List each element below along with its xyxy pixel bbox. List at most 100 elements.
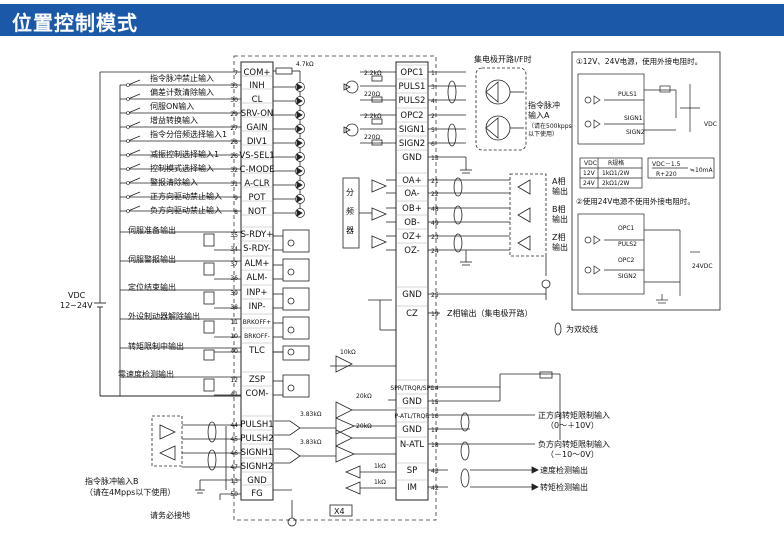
pulse-b-wiring — [151, 415, 396, 500]
vdc-line2: 12~24V — [60, 301, 93, 310]
switch-symbols — [126, 79, 141, 213]
output-transistor — [282, 374, 310, 398]
svg-text:2.2kΩ: 2.2kΩ — [364, 70, 382, 77]
switch-icon — [127, 79, 141, 86]
cz-photo-coupler — [541, 279, 551, 289]
panel1-table — [579, 157, 715, 189]
led-icon — [296, 181, 303, 189]
terminal-pin-number: 21 — [431, 178, 439, 185]
switch-icon — [127, 149, 141, 156]
terminal-pin-number: 41 — [230, 391, 238, 398]
svg-text:B相: B相 — [552, 204, 566, 214]
pulse-b-terminals: PULSH144PULSH245SIGNH146SIGNH247GND13FG5… — [230, 415, 274, 499]
terminal-pin-number: 46 — [230, 450, 238, 457]
terminal-pin-number: 34 — [230, 246, 238, 253]
terminal-pin-number: 36 — [230, 275, 238, 282]
shield-outline — [233, 55, 437, 521]
pulse-a-res-labels: 2.2kΩ 220Ω 2.2kΩ 220Ω — [364, 70, 382, 141]
terminal-label: OZ- — [404, 246, 419, 256]
terminal-pin-number: 31 — [230, 181, 238, 188]
terminal-label: PULSH1 — [240, 420, 273, 430]
gnd-13-ground — [460, 169, 472, 174]
svg-text:外设制动器解除输出: 外设制动器解除输出 — [128, 311, 200, 321]
pulse-a-label: 指令脉冲 输入A （请在500kpps 以下使用） — [528, 100, 572, 138]
terminal-pin-number: 25 — [431, 292, 439, 299]
output-transistor — [282, 287, 310, 311]
page-title: 位置控制模式 — [12, 11, 138, 35]
terminal-pin-number: 33 — [230, 83, 238, 90]
terminal-label: GND — [402, 153, 422, 163]
led-icon — [296, 139, 303, 147]
svg-text:OPC1: OPC1 — [618, 225, 635, 232]
svg-text:（0～＋10V）: （0～＋10V） — [546, 421, 599, 430]
terminal-label: SIGN1 — [399, 125, 425, 135]
label-gain: 增益转换输入 — [150, 115, 198, 125]
switch-contact — [126, 153, 130, 157]
led-icon — [296, 167, 303, 175]
terminal-label: GND — [247, 476, 267, 486]
svg-text:12V: 12V — [583, 170, 596, 177]
terminal-label: NOT — [248, 207, 267, 217]
cz-wiring — [368, 288, 547, 331]
svg-text:SIGN2: SIGN2 — [618, 273, 637, 280]
pulse-b-title: 指令脉冲输入B — [85, 476, 139, 486]
svg-text:1kΩ1/2W: 1kΩ1/2W — [602, 170, 630, 177]
terminal-label: ALM+ — [244, 259, 269, 269]
terminal-pin-number: 49 — [431, 220, 439, 227]
terminal-alm-: ALM+37 — [230, 255, 273, 269]
input-labels: 指令脉冲禁止输入 偏差计数清除输入 伺服ON输入 增益转换输入 指令分倍频选择输… — [150, 73, 227, 215]
svg-text:2kΩ1/2W: 2kΩ1/2W — [602, 180, 630, 187]
panel1-table-text: VDC R规格 12V 1kΩ1/2W 24V 2kΩ1/2W VDC－1.5 … — [583, 159, 714, 187]
terminal-label: ZSP — [249, 375, 265, 385]
terminal-label: INH — [249, 81, 264, 91]
terminal-label: VS-SEL1 — [239, 151, 274, 161]
terminal-pin-number: 38 — [230, 304, 238, 311]
switch-contact — [126, 167, 130, 171]
terminal-label: SPR/TRQR/SPL — [390, 385, 434, 392]
panel1-pin-labels: PULS1 SIGN1 SIGN2 VDC — [618, 91, 717, 136]
input-wiring — [99, 71, 241, 303]
svg-text:24VDC: 24VDC — [692, 263, 713, 270]
svg-text:伺服准备输出: 伺服准备输出 — [128, 225, 176, 235]
output-wiring — [119, 219, 310, 398]
switch-contact — [126, 195, 130, 199]
pulse-a-wiring — [428, 67, 527, 170]
phase-output-labels: A相 输出 B相 输出 Z相 输出 — [552, 176, 568, 252]
switch-icon — [127, 205, 141, 212]
terminal-oa-: OA+21 — [396, 172, 439, 186]
terminal-inp-: INP+39 — [230, 284, 273, 298]
terminal-alm-: ALM-36 — [230, 269, 273, 283]
terminal-label: INP+ — [246, 288, 267, 298]
pulse-b-ground — [195, 489, 205, 494]
terminal-label: GND — [402, 290, 422, 300]
svg-text:20kΩ: 20kΩ — [356, 393, 372, 400]
terminal-pin-number: 4 — [431, 98, 435, 105]
svg-text:定位结束输出: 定位结束输出 — [128, 282, 176, 292]
battery-symbol — [94, 302, 241, 397]
panel2-ground — [656, 299, 668, 304]
terminal-s-rdy-: S-RDY+35 — [230, 226, 274, 240]
terminal-pin-number: 42 — [431, 485, 439, 492]
terminal-label: S-RDY+ — [241, 230, 274, 240]
terminal-pin-number: 48 — [431, 206, 439, 213]
terminal-pin-number: 27 — [230, 125, 238, 132]
vdc-line1: VDC — [68, 291, 86, 300]
switch-icon — [127, 93, 141, 100]
svg-text:输出: 输出 — [552, 186, 568, 196]
terminal-pin-number: 18 — [431, 442, 439, 449]
terminal-pin-number: 22 — [431, 191, 439, 198]
left-connector-block — [240, 61, 274, 501]
terminal-label: BRKOFF+ — [243, 319, 272, 326]
terminal-pin-number: 16 — [431, 413, 439, 420]
svg-text:10kΩ: 10kΩ — [340, 349, 356, 356]
center-connector-block — [395, 61, 429, 501]
divider-char-1: 分 — [346, 188, 354, 197]
